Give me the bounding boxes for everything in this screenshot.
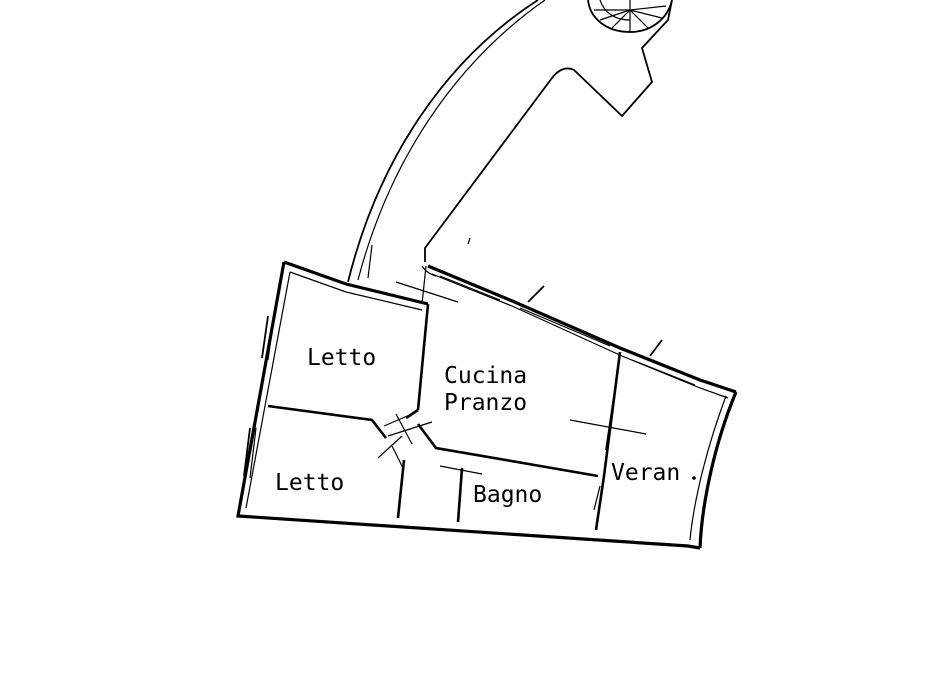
door-symbols (377, 281, 696, 511)
interior-walls (267, 265, 622, 531)
left-windows (243, 315, 275, 479)
room-labels: Letto Letto Cucina Pranzo Bagno Veran (275, 345, 680, 508)
room-label-veranda: Veran (611, 460, 680, 486)
room-label-letto-bottom: Letto (275, 470, 344, 496)
room-label-cucina: Cucina (444, 363, 527, 389)
room-label-letto-top: Letto (307, 345, 376, 371)
room-label-bagno: Bagno (473, 482, 542, 508)
spiral-staircase (587, 0, 673, 33)
facade-windows (439, 275, 696, 386)
room-label-pranzo: Pranzo (444, 390, 527, 416)
access-balcony (347, 0, 673, 283)
outer-walls (236, 260, 738, 550)
